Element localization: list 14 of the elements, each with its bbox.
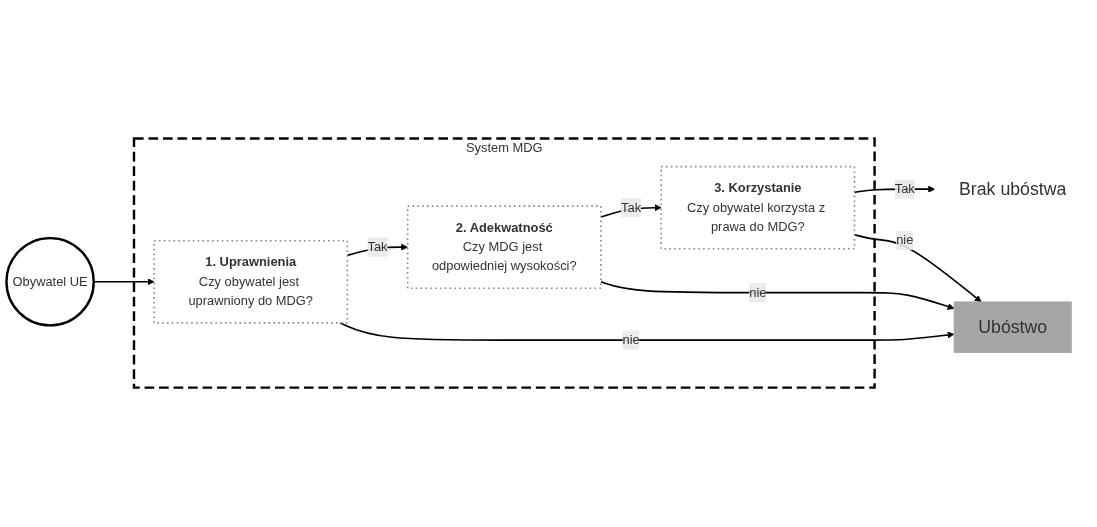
node-box: 3. Korzystanie Czy obywatel korzysta z prawa do MDG? [660,166,856,250]
node-box: 2. Adekwatność Czy MDG jest odpowiedniej wysokości? [406,205,602,290]
edge-label: Tak [894,182,915,197]
edge-label: nie [749,285,767,300]
node-circle: Obywatel UE [5,237,95,328]
arrow [600,204,662,219]
edge-label: nie [896,233,914,248]
edge-label: nie [622,333,640,348]
node-box: Ubóstwo [953,301,1072,354]
edge-label: Tak [621,200,642,215]
arrow [600,281,955,311]
node-text: Brak ubóstwa [959,179,1067,200]
edge-label: Tak [367,240,388,255]
node-box: 1. Uprawnienia Czy obywatel jest uprawniony do MDG? [153,240,349,325]
